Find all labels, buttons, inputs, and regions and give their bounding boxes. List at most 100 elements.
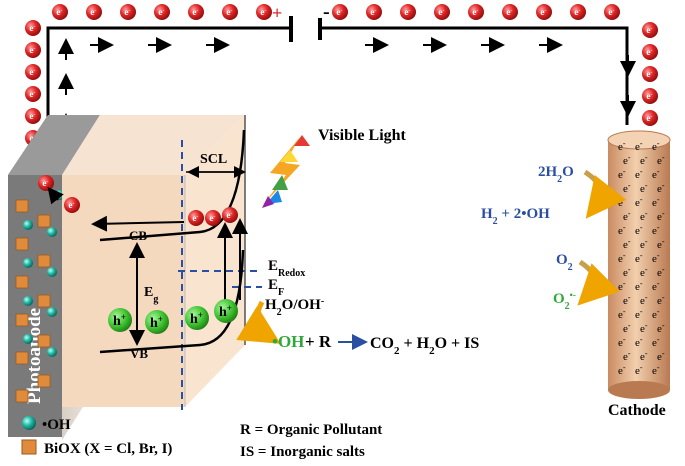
cathode-electrons: e-e-e-e-e-e-e-e-e-e-e-e-e-e-e-e-e-e-e-e-… xyxy=(618,139,665,378)
cb-electrons: e-e-e-e-e- xyxy=(38,175,238,232)
cathode-label: Cathode xyxy=(608,402,666,419)
svg-text:e-: e- xyxy=(506,7,512,17)
svg-text:e-: e- xyxy=(646,69,652,79)
band-region-front xyxy=(62,175,185,407)
cathode-electron: e- xyxy=(635,307,643,322)
legend-is: IS = Inorganic salts xyxy=(240,444,365,460)
svg-text:e-: e- xyxy=(29,111,35,121)
wire-electron: e- xyxy=(642,22,658,38)
wire-electron: e- xyxy=(642,44,658,60)
cathode-electron: e- xyxy=(652,139,660,154)
svg-text:e-: e- xyxy=(192,213,198,223)
cathode-electron: e- xyxy=(623,209,631,224)
svg-text:e-: e- xyxy=(540,7,546,17)
wire-electron: e- xyxy=(52,4,68,20)
wire-electron: e- xyxy=(25,20,41,36)
wire-electron: e- xyxy=(332,4,348,20)
svg-text:e-: e- xyxy=(29,89,35,99)
svg-text:e-: e- xyxy=(646,47,652,57)
water-reactant: 2H2O xyxy=(538,164,574,185)
wire-electron: e- xyxy=(604,4,620,20)
cathode-electron: e- xyxy=(635,195,643,210)
surface-electron: e- xyxy=(64,197,80,213)
cathode-electron: e- xyxy=(640,181,648,196)
oh-radical-sphere xyxy=(47,227,57,237)
cathode-electron: e- xyxy=(635,167,643,182)
ef-label: EF xyxy=(268,277,284,298)
wire-electron: e- xyxy=(25,108,41,124)
biox-legend-icon xyxy=(21,439,37,455)
biox-cube xyxy=(37,214,51,228)
cathode-electron: e- xyxy=(657,237,665,252)
svg-text:e-: e- xyxy=(124,7,130,17)
wire-electron: e- xyxy=(222,4,238,20)
wire-electron: e- xyxy=(25,86,41,102)
vb-label: VB xyxy=(130,346,148,361)
svg-text:e-: e- xyxy=(260,7,266,17)
electron-chain: e-e-e-e-e-e-e-e-e-e-e-e-e-e-e-e-e-e-e-e-… xyxy=(25,4,658,166)
cathode-electron: e- xyxy=(623,237,631,252)
cb-label: CB xyxy=(129,228,147,243)
cathode-electron: e- xyxy=(652,279,660,294)
cathode-electron: e- xyxy=(652,363,660,378)
plus-r: + R xyxy=(305,332,332,351)
superoxide-product: O2•- xyxy=(553,290,576,312)
couple-label: H2O/OH- xyxy=(265,296,324,318)
cathode-electron: e- xyxy=(623,265,631,280)
surface-transfer-arrow xyxy=(47,186,64,205)
biox-cube xyxy=(37,254,51,268)
cathode-electron: e- xyxy=(640,209,648,224)
cathode-electron: e- xyxy=(657,181,665,196)
svg-text:e-: e- xyxy=(192,7,198,17)
cb-electron: e- xyxy=(222,207,238,223)
wire-electron: e- xyxy=(25,64,41,80)
cathode-electron: e- xyxy=(618,279,626,294)
legend: •OH BiOX (X = Cl, Br, I) R = Organic Pol… xyxy=(21,416,382,460)
cathode-electron: e- xyxy=(623,153,631,168)
cathode-electron: e- xyxy=(652,307,660,322)
cathode-electron: e- xyxy=(640,265,648,280)
cathode-electron: e- xyxy=(618,363,626,378)
biox-cube xyxy=(15,313,29,327)
hole: h+ xyxy=(214,299,238,323)
cathode-electron: e- xyxy=(657,209,665,224)
surface-electron: e- xyxy=(38,175,54,191)
svg-text:e-: e- xyxy=(209,213,215,223)
visible-light-label: Visible Light xyxy=(318,127,407,144)
cathode-electron: e- xyxy=(640,237,648,252)
wire-electron: e- xyxy=(642,88,658,104)
cathode-electron: e- xyxy=(652,167,660,182)
wire-electron: e- xyxy=(86,4,102,20)
svg-text:e-: e- xyxy=(29,45,35,55)
wire-electron: e- xyxy=(400,4,416,20)
photoanode-top-face xyxy=(8,115,100,175)
cathode-electron: e- xyxy=(618,251,626,266)
oh-radical-sphere xyxy=(47,307,57,317)
wire-electron: e- xyxy=(642,110,658,126)
eg-label: Eg xyxy=(144,285,158,305)
cathode-wire xyxy=(322,26,629,125)
oh-radical-sphere xyxy=(23,334,33,344)
svg-text:e-: e- xyxy=(158,7,164,17)
cathode-electron: e- xyxy=(635,223,643,238)
svg-text:e-: e- xyxy=(370,7,376,17)
scl-label: SCL xyxy=(200,152,227,167)
biox-cube xyxy=(15,389,29,403)
cathode-electron: e- xyxy=(657,349,665,364)
biox-cube xyxy=(15,351,29,365)
cathode-electron: e- xyxy=(623,293,631,308)
cathode-electron: e- xyxy=(640,293,648,308)
biox-cube xyxy=(37,294,51,308)
oh-radical-sphere xyxy=(47,347,57,357)
svg-text:e-: e- xyxy=(336,7,342,17)
eredox-label: ERedox xyxy=(268,258,305,279)
cathode-electron: e- xyxy=(623,321,631,336)
wire-electron: e- xyxy=(154,4,170,20)
hole: h+ xyxy=(145,310,169,334)
cb-transfer-arrow xyxy=(91,215,185,232)
cathode-electron: e- xyxy=(618,167,626,182)
holes: h+h+h+h+ xyxy=(108,299,238,334)
cathode-electron: e- xyxy=(640,153,648,168)
